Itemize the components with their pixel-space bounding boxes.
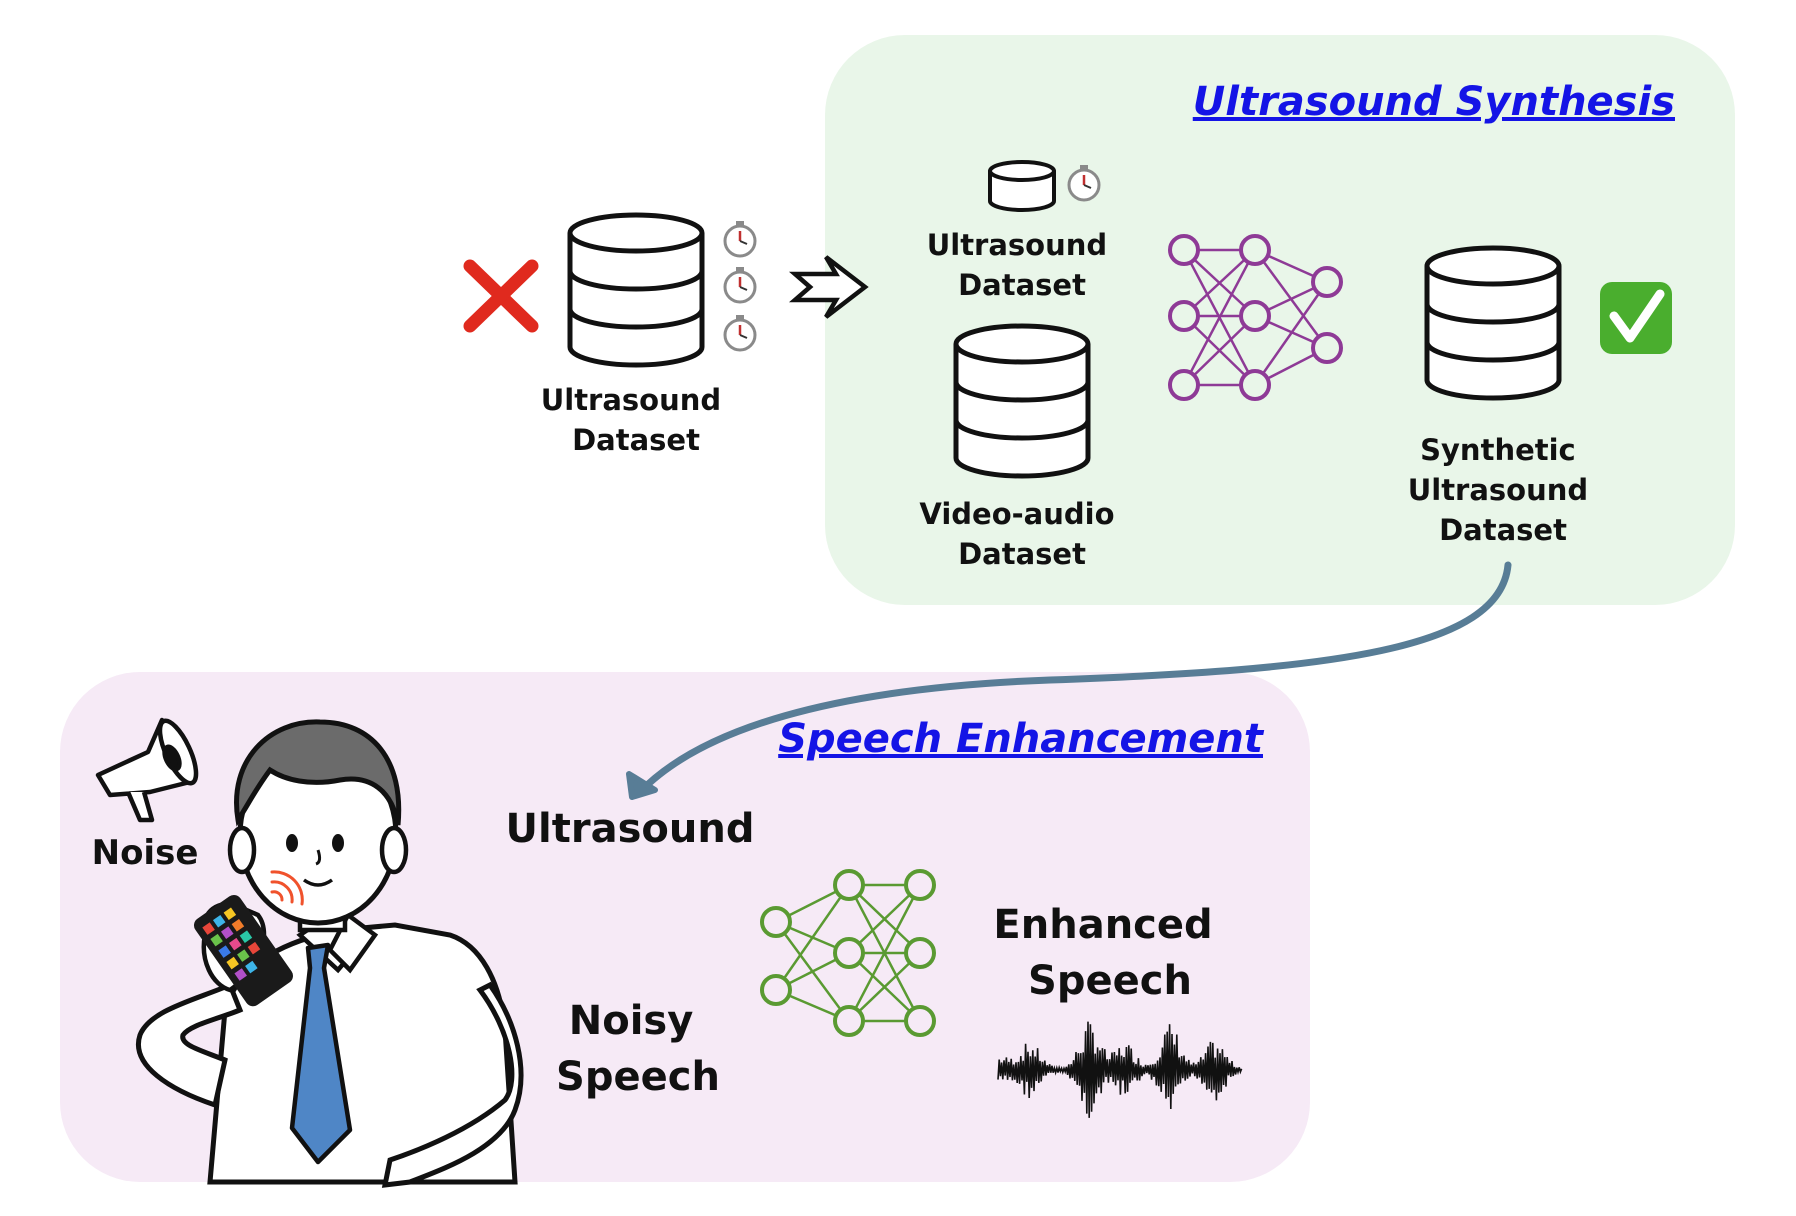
synthesis-title: Ultrasound Synthesis [1193,79,1675,125]
small-dataset-label-line2: Dataset [958,268,1086,302]
source-dataset-label-line2: Dataset [572,423,700,457]
check-mark-button-icon [1600,282,1672,354]
smartphone-icon [193,894,293,1007]
svg-text:Noisy Speech: Noisy Speech [556,998,720,1100]
stopwatch-icon [723,265,757,304]
source-dataset-icon [570,215,702,365]
small-dataset-label-line1: Ultrasound [927,228,1107,262]
noisy-speech-label-line1: Noisy [569,998,694,1044]
svg-text:Ultrasound Dataset: Ultrasound Dataset [927,228,1118,302]
enhanced-speech-label-line2: Speech [1028,958,1192,1004]
noise-label: Noise [92,833,199,873]
video-dataset-label-line1: Video-audio [919,497,1114,531]
synthetic-dataset-label-line2: Ultrasound [1408,473,1588,507]
small-dataset-icon [988,160,1056,212]
svg-text:Ultrasound Dataset: Ultrasound Dataset [541,383,732,457]
ultrasound-signal-icon [270,870,304,906]
source-dataset-label-line1: Ultrasound [541,383,721,417]
flow-arrow [636,561,1512,796]
enhancement-title: Speech Enhancement [778,716,1265,762]
svg-text:Synthetic Ultrasound D: Synthetic Ultrasound Dataset [1408,433,1599,547]
tie [289,942,353,1165]
flow-arrow-head [626,771,658,800]
stopwatch-icon [723,219,757,258]
audio-waveform-icon [997,1021,1243,1118]
stopwatch-icon [723,313,757,352]
svg-text:Video-audio Dataset: Video-audio Dataset [919,497,1124,571]
megaphone-icon [95,717,199,823]
synthetic-dataset-label-line3: Dataset [1439,513,1567,547]
enhanced-speech-label-line1: Enhanced [993,902,1212,948]
synthetic-dataset-label-line1: Synthetic [1420,433,1576,467]
svg-text:Enhanced Speech: Enhanced Speech [993,902,1226,1004]
synthetic-dataset-icon [1427,248,1559,398]
synthesis-network-nodes [1168,234,1343,401]
video-dataset-label-line2: Dataset [958,537,1086,571]
hollow-right-arrow-icon [788,255,869,319]
video-audio-dataset-icon [956,326,1088,476]
ultrasound-input-label: Ultrasound [506,806,755,852]
cross-mark-icon [463,259,539,333]
enhancement-network-nodes [760,869,936,1037]
noisy-speech-label-line2: Speech [556,1054,720,1100]
